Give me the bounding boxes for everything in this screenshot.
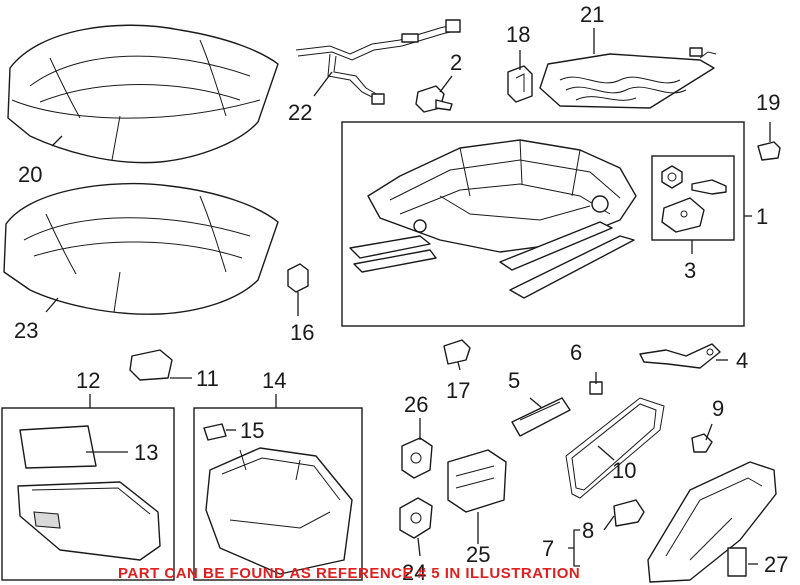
callout-6: 6 — [570, 340, 582, 365]
hardware-set-3 — [661, 165, 727, 233]
switch-knob-26 — [401, 437, 433, 479]
callout-20: 20 — [18, 162, 42, 187]
callout-7: 7 — [542, 536, 554, 561]
seat-heater-21 — [539, 47, 717, 109]
seat-cushion-pad-20 — [7, 24, 279, 164]
callout-23: 23 — [14, 318, 38, 343]
release-handle-10 — [565, 397, 665, 499]
storage-tray-12 — [17, 481, 161, 561]
reference-notice: PART CAN BE FOUND AS REFERENCE # 5 IN IL… — [118, 565, 580, 582]
callout-9: 9 — [712, 396, 724, 421]
callout-16: 16 — [290, 320, 314, 345]
callout-21: 21 — [580, 2, 604, 27]
clip-16 — [287, 263, 309, 293]
callout-11: 11 — [196, 366, 219, 391]
tray-box-14 — [193, 407, 363, 581]
switch-knob-24 — [399, 497, 433, 539]
seat-switch-25 — [447, 449, 507, 513]
callout-17: 17 — [446, 378, 470, 403]
fastener-9 — [691, 433, 713, 453]
push-pin-clip-2 — [415, 85, 453, 113]
trim-8 — [613, 499, 645, 527]
tray-box-12 — [1, 407, 175, 581]
callout-3: 3 — [684, 258, 696, 283]
bulb-15 — [203, 423, 227, 441]
label-13 — [19, 425, 97, 469]
switch-bezel-5 — [511, 397, 571, 437]
callout-2: 2 — [450, 50, 462, 75]
bracket-18 — [507, 65, 533, 103]
callout-18: 18 — [506, 22, 530, 47]
clip-19 — [757, 141, 781, 161]
leader-lines — [45, 28, 771, 567]
trim-cap-11 — [129, 349, 173, 381]
seat-frame-1 — [349, 139, 637, 299]
clip-17 — [443, 339, 471, 365]
under-seat-tray-14 — [205, 447, 353, 575]
trim-27 — [727, 547, 747, 577]
seat-cushion-cover-23 — [3, 182, 279, 315]
callout-14: 14 — [262, 368, 286, 393]
seat-frame-box — [341, 121, 745, 327]
callout-8: 8 — [582, 518, 594, 543]
hardware-box — [651, 155, 735, 241]
callout-4: 4 — [736, 348, 748, 373]
callout-24: 24 — [402, 560, 426, 585]
link-4 — [639, 343, 721, 369]
callout-5: 5 — [508, 368, 520, 393]
callout-25: 25 — [466, 542, 490, 567]
callout-13: 13 — [134, 440, 158, 465]
callout-27: 27 — [764, 552, 788, 577]
callout-22: 22 — [288, 100, 312, 125]
callout-26: 26 — [404, 392, 428, 417]
side-shield-7 — [647, 461, 777, 583]
callout-15: 15 — [240, 418, 264, 443]
callout-19: 19 — [756, 90, 780, 115]
callout-12: 12 — [76, 368, 100, 393]
callout-10: 10 — [612, 458, 636, 483]
wire-harness-22 — [295, 19, 461, 105]
callout-1: 1 — [756, 204, 768, 229]
callout-numbers: 20 23 22 2 18 21 19 1 3 16 11 12 13 14 1… — [14, 2, 788, 585]
